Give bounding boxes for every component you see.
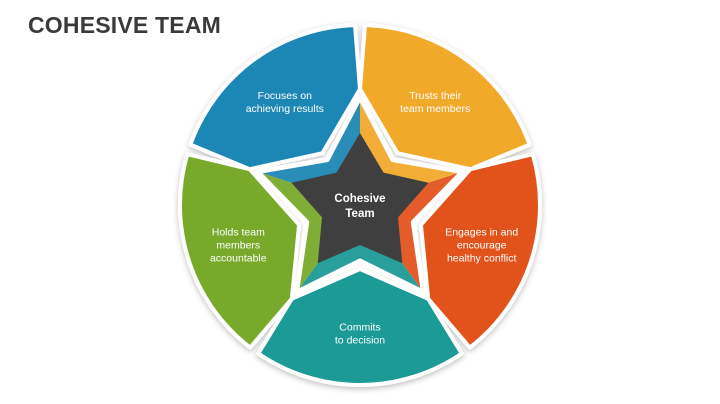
segment-achieving-results xyxy=(188,23,362,172)
segment-label-accountability: accountable xyxy=(210,253,267,265)
segment-commitment xyxy=(256,267,464,387)
segment-label-achieving-results: Focuses on xyxy=(258,90,312,102)
pie-segments xyxy=(178,23,542,387)
center-label-line: Cohesive xyxy=(334,193,385,205)
segment-label-commitment: to decision xyxy=(335,335,385,347)
center-label-line: Team xyxy=(345,208,374,220)
center-star xyxy=(254,94,466,295)
segment-label-conflict: Engages in and xyxy=(445,227,518,239)
segment-accountability xyxy=(178,152,302,350)
segment-label-commitment: Commits xyxy=(339,322,380,334)
segment-label-accountability: Holds team xyxy=(212,227,265,239)
segment-label-trust: Trusts their xyxy=(409,90,462,102)
segment-label-achieving-results: achieving results xyxy=(246,103,324,115)
star-outline xyxy=(254,94,466,295)
page-title: COHESIVE TEAM xyxy=(28,12,222,38)
segment-label-conflict: healthy conflict xyxy=(447,253,517,265)
segment-label-conflict: encourage xyxy=(457,240,507,252)
segment-label-trust: team members xyxy=(400,103,470,115)
segment-label-accountability: members xyxy=(216,240,260,252)
segment-conflict xyxy=(418,152,542,350)
segment-trust xyxy=(358,23,532,172)
center-dark-star xyxy=(291,133,429,264)
star-tint-commitment xyxy=(296,205,424,293)
